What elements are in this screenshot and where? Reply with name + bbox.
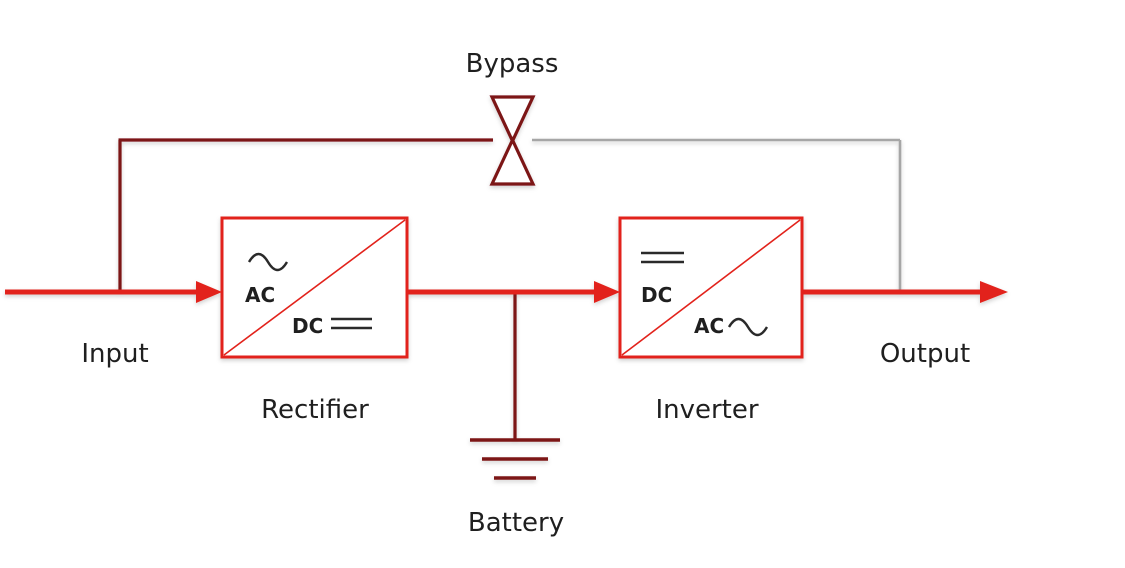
inverter-input-arrowhead xyxy=(594,281,620,303)
rectifier-dc-double-bar-icon xyxy=(331,317,372,330)
rectifier-ac-sine-wave-icon xyxy=(247,252,289,272)
rectifier-dc-label: DC xyxy=(292,314,323,338)
thyristor-top-triangle xyxy=(489,95,536,145)
inverter-ac-label: AC xyxy=(694,314,724,338)
inverter-label: Inverter xyxy=(655,395,758,425)
rectifier-input-arrowhead xyxy=(196,281,222,303)
output-label: Output xyxy=(880,339,970,369)
inverter-box xyxy=(618,216,804,359)
battery-cell-stack-icon xyxy=(470,438,560,480)
diagram-shapes xyxy=(5,95,1008,480)
rectifier-label: Rectifier xyxy=(261,395,369,425)
inverter-ac-sine-wave-icon xyxy=(727,317,769,337)
bypass-label: Bypass xyxy=(466,49,559,79)
bypass-thyristor-icon xyxy=(489,95,536,186)
inverter-dc-double-bar-icon xyxy=(641,251,684,264)
battery-label: Battery xyxy=(468,508,564,538)
inverter-dc-label: DC xyxy=(641,283,672,307)
rectifier-diagonal xyxy=(223,219,406,356)
inverter-diagonal xyxy=(621,219,801,356)
thyristor-bottom-triangle xyxy=(489,136,536,186)
rectifier-box xyxy=(220,216,409,359)
rectifier-ac-label: AC xyxy=(245,283,275,307)
output-arrowhead xyxy=(980,281,1008,303)
input-label: Input xyxy=(81,339,148,369)
